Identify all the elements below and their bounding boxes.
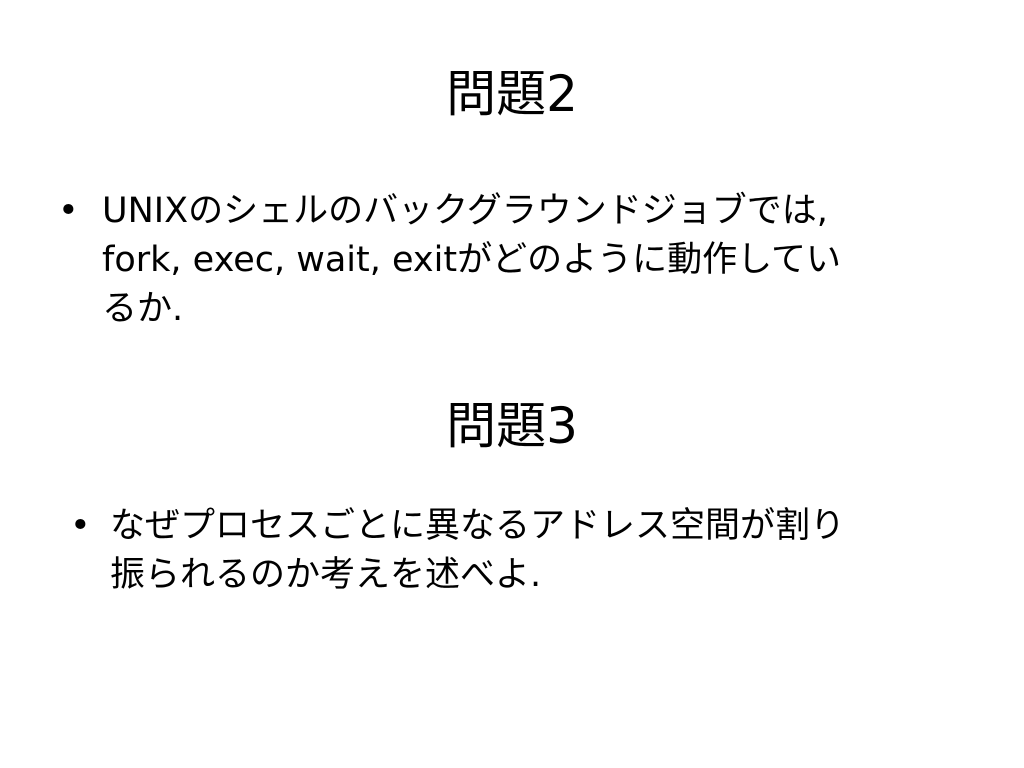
bullet-line: UNIXのシェルのバックグラウンドジョブでは, [102,191,828,231]
section-heading-problem-3: 問題3 [446,397,578,455]
bullet-marker: • [58,191,79,231]
bullet-line: るか. [102,289,184,329]
bullet-line: fork, exec, wait, exitがどのように動作してい [102,240,842,280]
bullet-text: なぜプロセスごとに異なるアドレス空間が割り 振られるのか考えを述べよ. [70,502,990,600]
bullet-problem-2: • UNIXのシェルのバックグラウンドジョブでは, fork, exec, wa… [58,187,978,334]
section-heading-problem-2: 問題2 [446,65,578,123]
bullet-line: 振られるのか考えを述べよ. [110,555,542,595]
bullet-marker: • [70,506,91,546]
bullet-text: UNIXのシェルのバックグラウンドジョブでは, fork, exec, wait… [58,187,978,334]
bullet-problem-3: • なぜプロセスごとに異なるアドレス空間が割り 振られるのか考えを述べよ. [70,502,990,600]
bullet-line: なぜプロセスごとに異なるアドレス空間が割り [110,506,846,546]
